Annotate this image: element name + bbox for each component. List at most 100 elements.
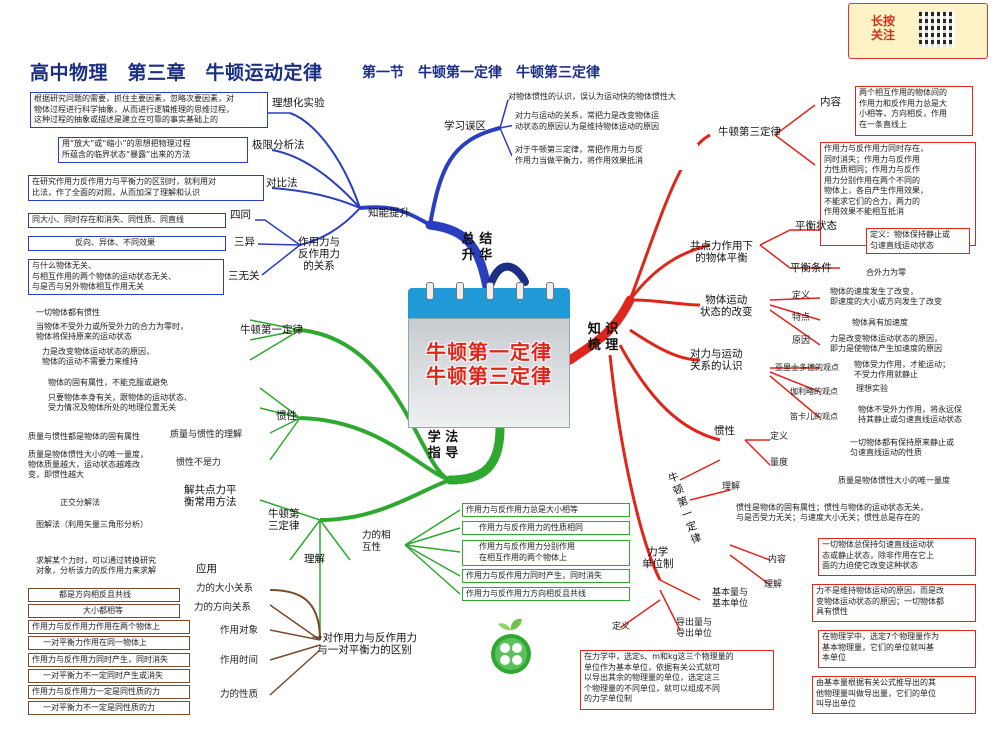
inertia-def-node: 定义 xyxy=(770,432,789,442)
dir-rel-node: 力的方向关系 xyxy=(194,602,252,613)
nature-node: 力的性质 xyxy=(220,689,259,700)
orthogonal-method: 正交分解法 xyxy=(60,498,100,507)
units-def-text: 在力学中，选定s、m和kg这三个物理量的 单位作为基本单位，依据有关公式就可 以… xyxy=(580,650,774,710)
method-fl-item-1: 一切物体都有惯性 xyxy=(36,308,100,317)
aristotle-text: 物体受力作用，才能运动； 不受力作用就静止 xyxy=(854,360,950,379)
mc-def-text: 物体的速度发生了改变， 即速度的大小或方向发生了改变 xyxy=(830,287,942,306)
diff-item-4: 一对平衡力作用在同一物体上 xyxy=(28,636,190,650)
three-none-text: 与什么物体无关、 与相互作用的两个物体的运动状态无关、 与是否与另外物体相互作用… xyxy=(28,259,224,295)
size-rel-node: 力的大小关系 xyxy=(196,583,254,594)
branch-knowledge xyxy=(565,295,635,365)
galileo-node: 伽利略的观点 xyxy=(790,387,838,396)
diff-item-3: 作用力与反作用力作用在两个物体上 xyxy=(28,620,190,634)
extreme-analysis-node: 极限分析法 xyxy=(252,139,305,151)
inertia-node: 惯性 xyxy=(714,425,735,437)
logo-label: 长按 关注 xyxy=(871,14,896,42)
mc-reason-text: 力是改变物体运动状态的原因， 即力是使物体产生加速度的原因 xyxy=(830,334,942,353)
diff-item-1: 都是方向相反且共线 xyxy=(28,588,180,602)
branch-difference xyxy=(269,589,321,641)
mc-feature-text: 物体具有加速度 xyxy=(852,318,908,327)
application-text: 求解某个力时，可以通过转换研究 对象，分析该力的反作用力来求解 xyxy=(36,556,156,575)
mass-inertia-node: 质量与惯性的理解 xyxy=(170,430,243,440)
method-understand-node: 理解 xyxy=(304,553,325,565)
cognition-node: 对力与运动 关系的认识 xyxy=(690,348,743,372)
equilibrium-method-node: 解共点力平 衡常用方法 xyxy=(184,484,237,508)
descartes-text: 物体不受外力作用，将永远保 持其静止或匀速直线运动状态 xyxy=(858,405,962,424)
mc-def-node: 定义 xyxy=(792,291,811,301)
inertia-def-text: 一切物体都有保持原来静止或 匀速直线运动的性质 xyxy=(850,438,954,457)
base-units-text: 在物理学中，选定7个物理量作为 基本物理量，它们的单位就叫基 本单位 xyxy=(818,630,976,668)
four-same-text: 同大小、同时存在和消失、同性质、同直线 xyxy=(28,213,226,228)
compare-method-node: 对比法 xyxy=(266,177,298,189)
diff-item-6: 一对平衡力不一定同时产生或消失 xyxy=(28,669,190,683)
method-third-law-node: 牛顿第 三定律 xyxy=(268,508,300,532)
inertia-measure-text: 质量是物体惯性大小的唯一量度 xyxy=(838,476,950,485)
diff-item-5: 作用力与反作用力同时产生，同时消失 xyxy=(28,653,190,667)
derived-units-node: 导出量与 导出单位 xyxy=(676,618,713,639)
aristotle-node: 亚里士多德的观点 xyxy=(775,363,839,372)
diff-item-2: 大小都相等 xyxy=(28,604,180,618)
three-diff-node: 三异 xyxy=(234,236,255,248)
mass-inertia-text: 质量与惯性都是物体的固有属性 xyxy=(28,432,140,441)
first-law-understand-text: 力不是维持物体运动的原因，而是改 变物体运动状态的原因；一切物体都 具有惯性 xyxy=(812,584,976,622)
center-topic-card: 牛顿第一定律 牛顿第三定律 xyxy=(408,282,570,428)
inertia-not-force-text: 质量是物体惯性大小的唯一量度， 物体质量越大，运动状态越难改 变，即惯性越大 xyxy=(28,450,148,479)
ideal-experiment-text: 根据研究问题的需要，抓住主要因素，忽略次要因素，对 物体过程进行科学抽象，从而进… xyxy=(30,92,268,128)
balance-cond-text: 合外力为零 xyxy=(866,268,906,277)
inertia-not-force-node: 惯性不是力 xyxy=(176,458,222,468)
page-subtitle: 第一节 牛顿第一定律 牛顿第三定律 xyxy=(362,65,600,81)
method-fl-item-3: 力是改变物体运动状态的原因， 物体的运动不需要力来维持 xyxy=(42,347,154,366)
ability-node: 知能提升 xyxy=(368,207,410,219)
graph-method: 图解法（利用矢量三角形分析） xyxy=(36,520,148,529)
motion-change-node: 物体运动 状态的改变 xyxy=(700,294,753,318)
balance-cond-node: 平衡条件 xyxy=(790,262,832,274)
brand-logo[interactable]: 长按 关注 xyxy=(848,3,988,59)
method-first-law-node: 牛顿第一定律 xyxy=(240,324,303,336)
method-inertia-item-2: 只要物体本身有关，跟物体的运动状态、 受力情况及物体所处的地理位置无关 xyxy=(48,393,192,412)
inertia-understand-text: 惯性是物体的固有属性；惯性与物体的运动状态无关， 与是否受力无关；与速度大小无关… xyxy=(736,503,928,522)
leaf-clover-icon xyxy=(491,618,531,674)
first-law-content-text: 一切物体总保持匀速直线运动状 态或静止状态，除非作用在它上 面的力迫使它改变这种… xyxy=(818,538,976,576)
page-title: 高中物理 第三章 牛顿运动定律 xyxy=(30,62,323,84)
galileo-text: 理想实验 xyxy=(856,384,888,393)
difference-node: 一对作用力与反作用力 与一对平衡力的区别 xyxy=(312,632,417,656)
review-item-3: 对于牛顿第三定律，常把作用力与反 作用力当做平衡力，将作用效果抵消 xyxy=(512,144,698,170)
first-law-understand-node: 理解 xyxy=(764,580,783,590)
mutual-node: 力的相 互性 xyxy=(362,530,391,553)
base-units-node: 基本量与 基本单位 xyxy=(712,588,749,609)
diff-item-8: 一对平衡力不一定是同性质的力 xyxy=(28,701,190,715)
object-node: 作用对象 xyxy=(220,625,259,636)
ideal-experiment-node: 理想化实验 xyxy=(272,97,325,109)
balance-state-node: 平衡状态 xyxy=(795,220,837,232)
mc-feature-node: 特点 xyxy=(792,313,811,323)
branch-knowledge-label: 知 识 梳 理 xyxy=(587,322,619,353)
balance-state-text: 定义：物体保持静止或 匀速直线运动状态 xyxy=(866,228,970,254)
mutual-item-2: 作用力与反作用力的性质相同 xyxy=(462,521,630,535)
third-law-content-text: 两个相互作用的物体间的 作用力和反作用力总是大 小相等，方向相反，作用 在一条直… xyxy=(855,86,973,136)
four-same-node: 四同 xyxy=(230,209,251,221)
center-topic-label: 牛顿第一定律 牛顿第三定律 xyxy=(426,340,552,388)
equilibrium-node: 共点力作用下 的物体平衡 xyxy=(690,240,753,264)
review-item-2: 对力与运动的关系，常把力是改变物体运 动状态的原因认为是维持物体运动的原因 xyxy=(512,110,698,136)
review-item-1: 对物体惯性的认识，误认为运动快的物体惯性大 xyxy=(508,92,676,101)
mutual-item-1: 作用力与反作用力总是大小相等 xyxy=(462,503,630,517)
first-law-content-node: 内容 xyxy=(768,555,787,565)
time-node: 作用时间 xyxy=(220,655,259,666)
branch-summary xyxy=(425,220,493,297)
inertia-understand-node: 理解 xyxy=(722,482,741,492)
branch-methods xyxy=(445,423,505,485)
three-none-node: 三无关 xyxy=(228,270,260,282)
compare-method-text: 在研究作用力反作用力与平衡力的区别时，就利用对 比法，作了全面的对照，从而加深了… xyxy=(28,175,264,201)
mutual-item-3: 作用力与反作用力分别作用 在相互作用的两个物体上 xyxy=(462,540,630,566)
review-node: 学习误区 xyxy=(444,120,486,132)
descartes-node: 笛卡儿的观点 xyxy=(790,412,838,421)
inertia-measure-node: 量度 xyxy=(770,458,789,468)
mutual-item-4: 作用力与反作用力同时产生，同时消失 xyxy=(462,569,630,583)
extreme-analysis-text: 用“放大”或“缩小”的思想把物理过程 所蕴含的临界状态“暴露”出来的方法 xyxy=(58,137,248,163)
method-fl-item-2: 当物体不受外力或所受外力的合力为零时， 物体将保持原来的运动状态 xyxy=(36,322,188,341)
units-def-node: 定义 xyxy=(612,622,631,632)
mc-reason-node: 原因 xyxy=(792,336,811,346)
third-law-node: 牛顿第三定律 xyxy=(718,126,781,138)
derived-units-text: 由基本量根据有关公式推导出的其 他物理量叫做导出量，它们的单位 叫导出单位 xyxy=(812,676,976,714)
